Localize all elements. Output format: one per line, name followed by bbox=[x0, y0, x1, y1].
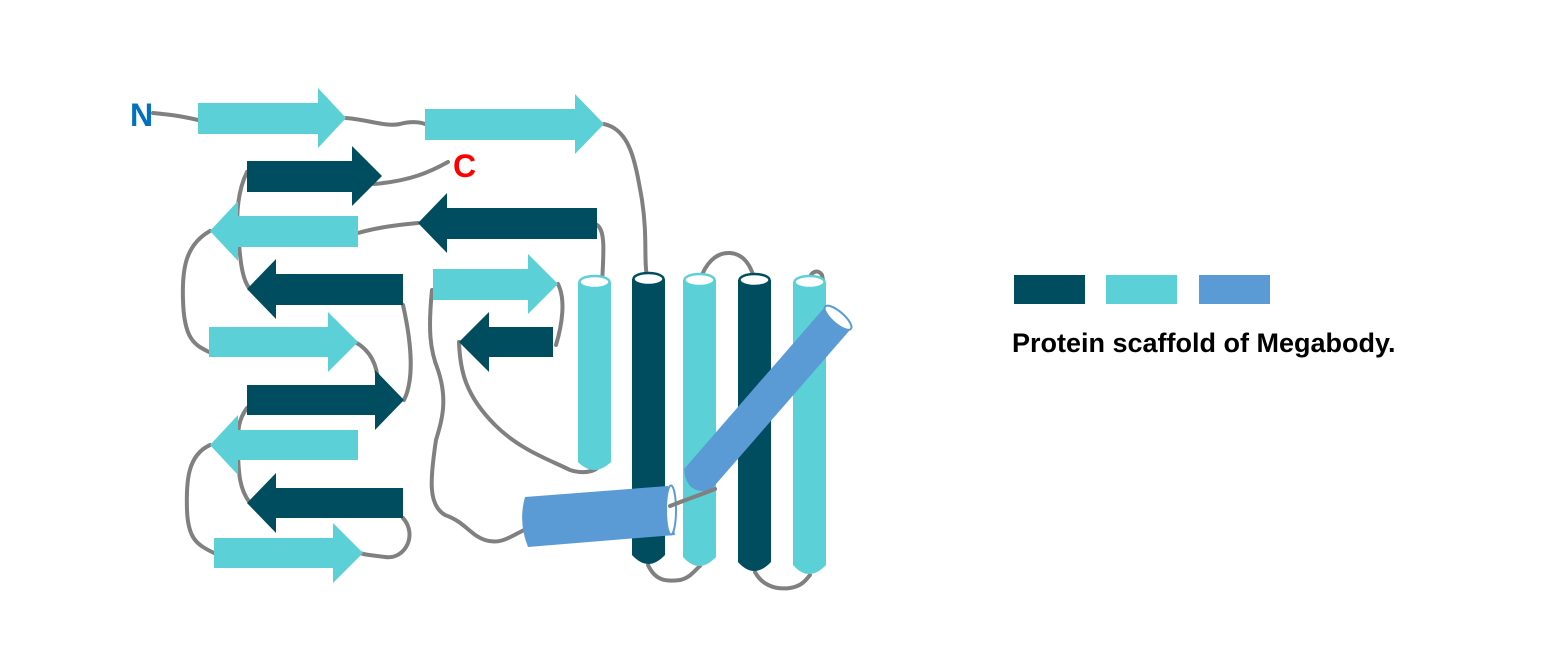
legend-caption: Protein scaffold of Megabody. bbox=[1012, 328, 1396, 358]
loop bbox=[184, 443, 216, 555]
loop bbox=[401, 303, 413, 402]
strand-arrow bbox=[433, 254, 558, 314]
strand-arrow bbox=[198, 88, 346, 148]
loop bbox=[344, 116, 427, 127]
helix-cylinder-blue bbox=[522, 484, 677, 547]
helix-cylinder bbox=[683, 272, 716, 566]
loop bbox=[372, 160, 450, 186]
strand-arrow bbox=[425, 94, 604, 154]
loop bbox=[646, 563, 702, 583]
loop bbox=[602, 122, 650, 285]
loop bbox=[353, 340, 380, 387]
loop bbox=[180, 229, 212, 354]
n-terminus-label: N bbox=[130, 97, 153, 133]
loop bbox=[151, 111, 200, 122]
loop bbox=[753, 570, 812, 591]
strand-arrow bbox=[214, 523, 363, 583]
strand-arrow bbox=[247, 473, 403, 533]
loop bbox=[698, 250, 757, 284]
loop bbox=[428, 288, 526, 544]
strand-arrow bbox=[418, 193, 597, 253]
strand-arrow bbox=[459, 312, 553, 372]
strand-arrow bbox=[247, 146, 382, 206]
helix-cylinder bbox=[578, 274, 611, 470]
loop bbox=[457, 340, 601, 475]
legend-swatch-dark bbox=[1014, 275, 1085, 304]
strand-arrow bbox=[247, 259, 403, 319]
strand-arrow bbox=[210, 415, 358, 475]
helices bbox=[522, 271, 853, 574]
loop bbox=[356, 221, 420, 235]
loop bbox=[358, 516, 412, 560]
strand-arrow bbox=[210, 201, 358, 261]
strand-arrow bbox=[209, 312, 358, 372]
legend-swatch-blue bbox=[1199, 275, 1270, 304]
loop bbox=[595, 223, 606, 285]
strand-arrow bbox=[247, 370, 404, 430]
legend-swatch-cyan bbox=[1106, 275, 1177, 304]
c-terminus-label: C bbox=[453, 148, 476, 184]
beta-strands bbox=[198, 88, 604, 583]
helix-cylinder-blue bbox=[684, 304, 853, 492]
loop bbox=[668, 487, 717, 508]
loop bbox=[554, 282, 565, 347]
